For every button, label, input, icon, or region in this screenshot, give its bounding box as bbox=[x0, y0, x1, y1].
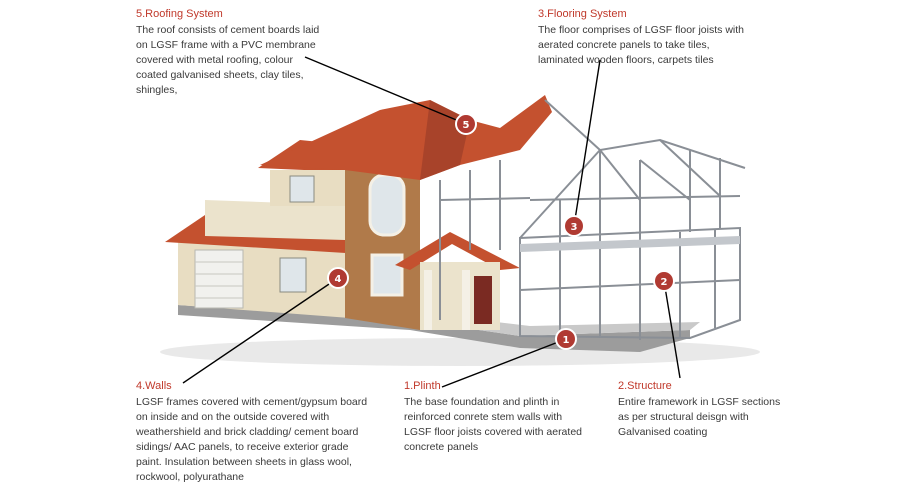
marker-4-label: 4 bbox=[335, 274, 342, 285]
porch-column-left bbox=[424, 270, 432, 330]
marker-4: 4 bbox=[327, 267, 349, 289]
marker-2: 2 bbox=[653, 270, 675, 292]
steel-frame bbox=[439, 99, 746, 340]
callout-plinth: 1.Plinth The base foundation and plinth … bbox=[404, 379, 582, 455]
porch-roof bbox=[395, 232, 520, 270]
porch-column-right bbox=[462, 270, 470, 330]
garage-door bbox=[194, 249, 244, 309]
leader-structure bbox=[663, 280, 681, 379]
marker-1-label: 1 bbox=[563, 335, 570, 346]
callout-flooring-system: 3.Flooring System The floor comprises of… bbox=[538, 7, 753, 68]
marker-5: 5 bbox=[455, 113, 477, 135]
callout-flooring-title: 3.Flooring System bbox=[538, 8, 627, 20]
callout-plinth-title: 1.Plinth bbox=[404, 380, 441, 392]
marker-1: 1 bbox=[555, 328, 577, 350]
callout-flooring-body: The floor comprises of LGSF floor joists… bbox=[538, 24, 744, 66]
arched-window bbox=[368, 173, 406, 237]
main-roof bbox=[260, 95, 552, 180]
leader-plinth bbox=[441, 338, 567, 388]
upper-block bbox=[205, 200, 345, 240]
callout-structure-title: 2.Structure bbox=[618, 380, 672, 392]
callout-walls-body: LGSF frames covered with cement/gypsum b… bbox=[136, 396, 368, 483]
callout-roofing-body: The roof consists of cement boards laid … bbox=[136, 24, 320, 96]
callout-plinth-body: The base foundation and plinth in reinfo… bbox=[404, 396, 582, 453]
leader-lines bbox=[182, 56, 681, 388]
garage-window bbox=[279, 257, 307, 293]
marker-5-label: 5 bbox=[463, 120, 470, 131]
callout-walls: 4.Walls LGSF frames covered with cement/… bbox=[136, 379, 368, 485]
front-door bbox=[474, 276, 492, 324]
leader-walls bbox=[182, 277, 339, 384]
marker-2-label: 2 bbox=[661, 277, 668, 288]
leader-flooring bbox=[573, 59, 601, 227]
marker-3-label: 3 bbox=[571, 222, 578, 233]
marker-3: 3 bbox=[563, 215, 585, 237]
callout-structure-body: Entire framework in LGSF sections as per… bbox=[618, 396, 781, 438]
callout-roofing-title: 5.Roofing System bbox=[136, 8, 223, 20]
upper-window bbox=[289, 175, 315, 203]
callout-roofing-system: 5.Roofing System The roof consists of ce… bbox=[136, 7, 321, 98]
callout-walls-title: 4.Walls bbox=[136, 380, 172, 392]
leader-roofing bbox=[304, 56, 467, 125]
tower-window bbox=[370, 253, 404, 297]
floor-panel bbox=[520, 236, 740, 252]
callout-structure: 2.Structure Entire framework in LGSF sec… bbox=[618, 379, 786, 440]
